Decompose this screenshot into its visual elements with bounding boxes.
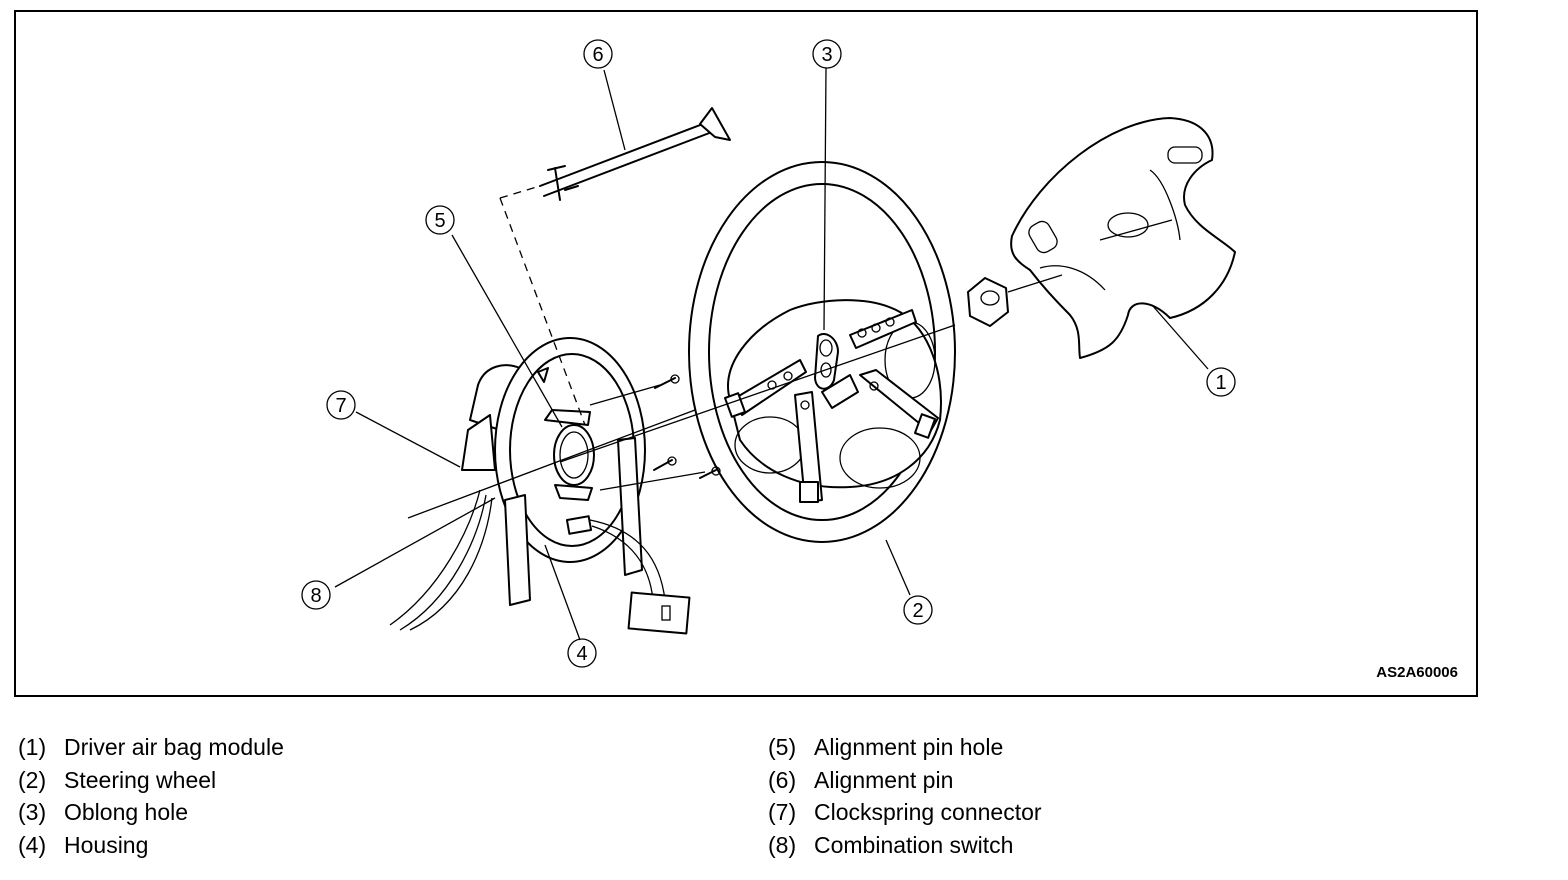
- legend-label: Alignment pin: [814, 766, 954, 793]
- svg-text:6: 6: [592, 44, 603, 66]
- nut-drawing: [967, 277, 1009, 327]
- legend-label: Oblong hole: [64, 799, 189, 825]
- legend-right: (5) Alignment pin hole (6) Alignment pin (…: [768, 731, 1042, 861]
- legend-label: Alignment pin hole: [814, 734, 1004, 760]
- legend-item: (8) Combination switch: [768, 829, 1042, 862]
- leader-lines: [334, 67, 1209, 641]
- figure-frame: [14, 10, 1478, 697]
- callout-5: 5: [425, 205, 455, 235]
- callout-2: 2: [903, 595, 933, 625]
- callout-6: 6: [583, 39, 613, 69]
- legend-item: (4) Housing: [18, 829, 284, 862]
- callout-4: 4: [567, 638, 597, 668]
- callout-8: 8: [301, 580, 331, 610]
- legend-number: (4): [18, 831, 47, 858]
- svg-text:3: 3: [821, 44, 832, 66]
- callout-7: 7: [326, 390, 356, 420]
- legend-number: (2): [18, 766, 47, 793]
- legend-item: (7) Clockspring connector: [768, 796, 1042, 829]
- legend-item: (3) Oblong hole: [18, 796, 284, 829]
- driver-air-bag-module-drawing: [1010, 117, 1236, 359]
- steering-wheel-drawing: [688, 161, 956, 543]
- legend-item: (6) Alignment pin: [768, 764, 1042, 797]
- legend-number: (1): [18, 734, 47, 760]
- legend-label: Housing: [64, 831, 149, 858]
- legend-item: (1) Driver air bag module: [18, 731, 284, 764]
- svg-text:4: 4: [576, 643, 587, 665]
- legend-left: (1) Driver air bag module (2) Steering whe…: [18, 731, 284, 861]
- legend-label: Driver air bag module: [64, 734, 284, 760]
- legend-item: (5) Alignment pin hole: [768, 731, 1042, 764]
- legend-label: Combination switch: [814, 831, 1014, 858]
- legend-number: (8): [768, 831, 797, 858]
- callout-1: 1: [1206, 367, 1236, 397]
- legend-number: (5): [768, 734, 797, 760]
- svg-text:5: 5: [434, 210, 445, 232]
- legend-label: Clockspring connector: [814, 799, 1042, 825]
- assembly-lines: [407, 185, 1063, 519]
- exploded-diagram: 1 2 3 4 5 6 7 8 AS2A60006: [301, 39, 1458, 681]
- callout-3: 3: [812, 39, 842, 69]
- legend-item: (2) Steering wheel: [18, 764, 284, 797]
- clockspring-assembly-drawing: [389, 337, 691, 635]
- svg-text:2: 2: [912, 600, 923, 622]
- legend-number: (6): [768, 766, 797, 793]
- legend-number: (7): [768, 799, 797, 825]
- drawing-code: AS2A60006: [1376, 664, 1458, 681]
- screws-drawing: [653, 374, 721, 479]
- legend-label: Steering wheel: [64, 766, 217, 793]
- svg-text:7: 7: [335, 395, 346, 417]
- svg-text:8: 8: [310, 585, 321, 607]
- legend-number: (3): [18, 799, 47, 825]
- alignment-pin-drawing: [539, 107, 731, 201]
- svg-text:1: 1: [1215, 372, 1226, 394]
